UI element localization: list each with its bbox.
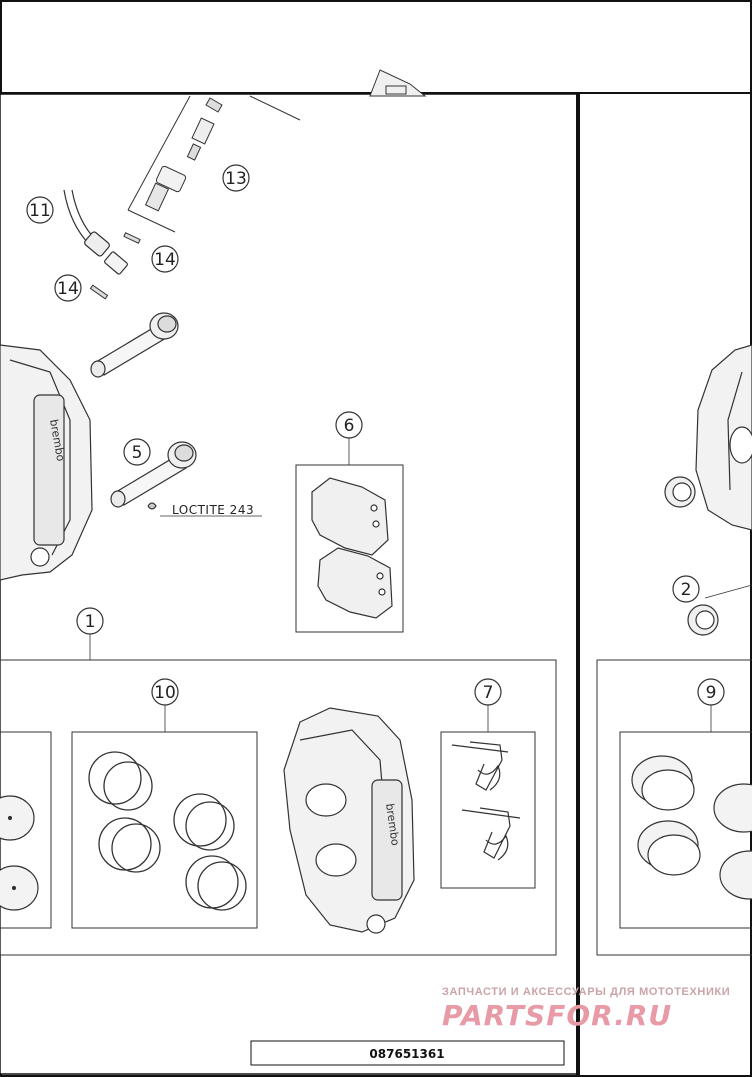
right-top-fragment bbox=[369, 69, 427, 97]
brake-caliper-kit bbox=[283, 707, 415, 934]
callout-2: 2 bbox=[672, 575, 700, 603]
callout-5-text: 5 bbox=[132, 443, 143, 463]
callout-7-text: 7 bbox=[483, 683, 494, 703]
callout-1: 1 bbox=[76, 607, 104, 635]
callout-11: 11 bbox=[26, 196, 54, 224]
panel-separator bbox=[576, 94, 580, 1077]
washer-right-2 bbox=[687, 604, 719, 636]
washer-leader bbox=[704, 584, 752, 599]
callout-6: 6 bbox=[335, 411, 363, 439]
callout-10: 10 bbox=[151, 678, 179, 706]
caliper-brand-kit: brembo bbox=[383, 803, 402, 847]
brake-pads-box bbox=[295, 464, 404, 633]
spring-clips bbox=[451, 741, 521, 861]
caliper-bolt-lower bbox=[110, 441, 197, 510]
pistons-left bbox=[0, 795, 39, 911]
caliper-bolt-upper bbox=[90, 312, 179, 378]
callout-13: 13 bbox=[222, 164, 250, 192]
seal-rings bbox=[88, 751, 247, 911]
bleeder-valve-group bbox=[127, 95, 301, 233]
callout-14-lower: 14 bbox=[54, 274, 82, 302]
brake-caliper-upper bbox=[0, 344, 93, 581]
callout-numbers: 11 13 14 14 5 6 1 10 bbox=[26, 164, 725, 706]
pistons-right bbox=[631, 755, 752, 900]
watermark-site: PARTSFOR.RU bbox=[442, 999, 672, 1032]
seal-kit-box bbox=[71, 731, 258, 929]
brake-pads bbox=[311, 477, 393, 619]
caliper-kit-box bbox=[0, 659, 557, 956]
left-panel bbox=[0, 93, 579, 1075]
callout-5: 5 bbox=[123, 438, 151, 466]
piston-box-left bbox=[0, 731, 52, 929]
drawing-number-box bbox=[250, 1040, 565, 1066]
callout-9-text: 9 bbox=[706, 683, 717, 703]
piston-box-right bbox=[619, 731, 752, 929]
callout-6-text: 6 bbox=[344, 416, 355, 436]
loctite-label: LOCTITE 243 bbox=[172, 503, 254, 517]
callout-9: 9 bbox=[697, 678, 725, 706]
washer-right-1 bbox=[664, 476, 696, 508]
brake-caliper-right bbox=[695, 344, 752, 531]
callout-1-text: 1 bbox=[85, 612, 96, 632]
watermark-tagline: ЗАПЧАСТИ И АКСЕССУАРЫ ДЛЯ МОТОТЕХНИКИ bbox=[442, 986, 730, 998]
callout-2-text: 2 bbox=[681, 580, 692, 600]
callout-14b-text: 14 bbox=[57, 279, 79, 299]
drawing-number: 087651361 bbox=[369, 1047, 444, 1061]
callout-7: 7 bbox=[474, 678, 502, 706]
retaining-pins bbox=[89, 232, 141, 300]
callout-14a-text: 14 bbox=[154, 250, 176, 270]
callout-13-text: 13 bbox=[225, 169, 247, 189]
brake-hose bbox=[63, 189, 128, 275]
callout-10-text: 10 bbox=[154, 683, 176, 703]
callout-14-upper: 14 bbox=[151, 245, 179, 273]
caliper-kit-box-right bbox=[596, 659, 752, 956]
callout-11-text: 11 bbox=[29, 201, 51, 221]
